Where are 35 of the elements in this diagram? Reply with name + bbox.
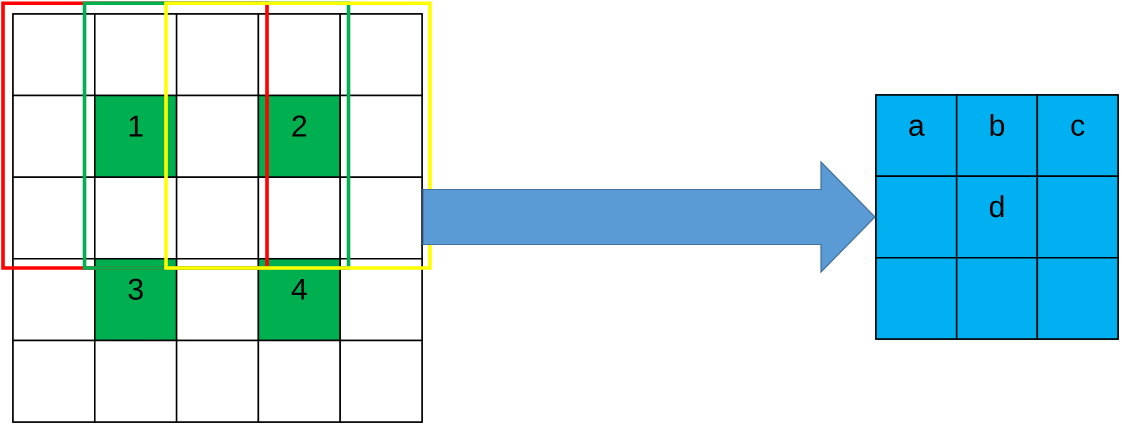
grid-cell (339, 258, 423, 342)
grid-cell (875, 175, 958, 259)
block-arrow (422, 160, 876, 274)
grid-cell (94, 339, 178, 423)
grid-cell (12, 13, 96, 97)
grid-cell (257, 339, 341, 423)
grid-cell (339, 94, 423, 178)
grid-cell: b (955, 94, 1039, 178)
grid-cell (339, 13, 423, 97)
grid-cell (12, 339, 96, 423)
grid-cell: d (955, 175, 1039, 259)
grid-cell (12, 258, 96, 342)
grid-cell (875, 256, 958, 340)
grid-cell (955, 256, 1039, 340)
grid-cell: a (875, 94, 958, 178)
grid-cell (257, 176, 341, 260)
grid-cell: 3 (94, 258, 178, 342)
grid-cell (175, 13, 260, 97)
grid-cell: 1 (94, 94, 178, 178)
grid-cell (175, 339, 260, 423)
grid-cell (12, 176, 96, 260)
grid-cell (1036, 256, 1119, 340)
grid-cell (1036, 175, 1119, 259)
grid-cell: 4 (257, 258, 341, 342)
grid-cell (339, 339, 423, 423)
grid-cell (257, 13, 341, 97)
grid-cell (175, 176, 260, 260)
grid-cell (12, 94, 96, 178)
grid-cell (175, 258, 260, 342)
grid-cell: 2 (257, 94, 341, 178)
grid-cell: c (1036, 94, 1119, 178)
grid-cell (94, 176, 178, 260)
grid-cell (339, 176, 423, 260)
grid-cell (94, 13, 178, 97)
grid-cell (175, 94, 260, 178)
